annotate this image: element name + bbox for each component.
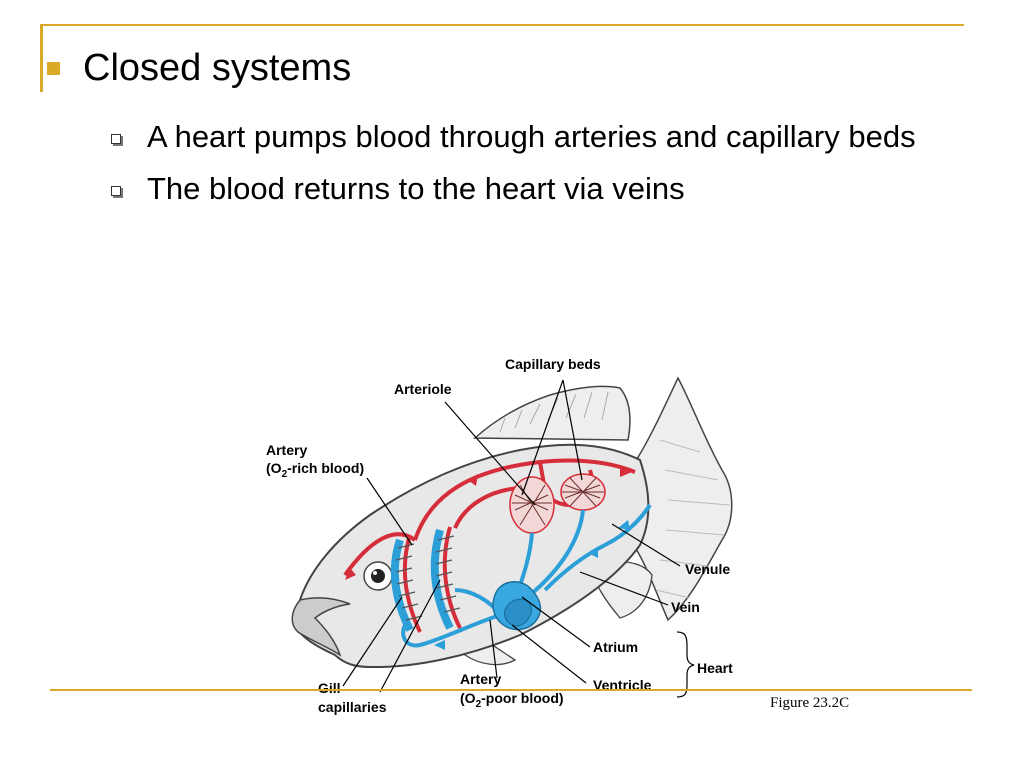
label-gill: Gill xyxy=(318,680,341,696)
bullet-text: The blood returns to the heart via veins xyxy=(147,171,685,206)
capillary-beds xyxy=(509,473,606,534)
title-row: Closed systems xyxy=(47,42,351,94)
checkbox-bullet-icon xyxy=(111,186,121,196)
title-bullet-icon xyxy=(47,61,60,75)
tail-fin-rays xyxy=(655,439,731,599)
label-capillary-beds: Capillary beds xyxy=(505,356,601,372)
label-atrium: Atrium xyxy=(593,639,638,655)
label-artery-rich: Artery xyxy=(266,442,307,458)
artery-arrow-icons xyxy=(345,468,632,580)
bullet-text: A heart pumps blood through arteries and… xyxy=(147,119,916,154)
label-artery-poor: Artery xyxy=(460,671,501,687)
label-vein: Vein xyxy=(671,599,700,615)
label-artery-rich-detail: (O2-rich blood) xyxy=(266,460,364,480)
label-arteriole: Arteriole xyxy=(394,381,452,397)
fish-body xyxy=(296,443,650,669)
bullet-list: A heart pumps blood through arteries and… xyxy=(110,118,990,222)
left-rule xyxy=(40,24,43,92)
dorsal-fin xyxy=(473,385,631,441)
label-venule: Venule xyxy=(685,561,730,577)
fish-eye-glint xyxy=(373,571,377,575)
bullet-item: A heart pumps blood through arteries and… xyxy=(110,118,990,156)
fish-mouth xyxy=(291,597,351,657)
label-gill-capillaries: capillaries xyxy=(318,699,387,715)
fish-pupil xyxy=(371,569,385,583)
checkbox-bullet-icon xyxy=(111,134,121,144)
bullet-item: The blood returns to the heart via veins xyxy=(110,170,990,208)
gill-arches xyxy=(390,526,462,633)
heart-icon xyxy=(492,581,542,631)
tail-fin xyxy=(629,376,733,622)
label-artery-poor-detail: (O2-poor blood) xyxy=(460,690,564,710)
label-heart: Heart xyxy=(697,660,733,676)
top-rule xyxy=(40,24,964,26)
slide-title: Closed systems xyxy=(83,47,352,89)
figure-caption: Figure 23.2C xyxy=(770,695,850,711)
vein-arrow-icons xyxy=(434,520,630,650)
bottom-rule xyxy=(50,689,972,691)
